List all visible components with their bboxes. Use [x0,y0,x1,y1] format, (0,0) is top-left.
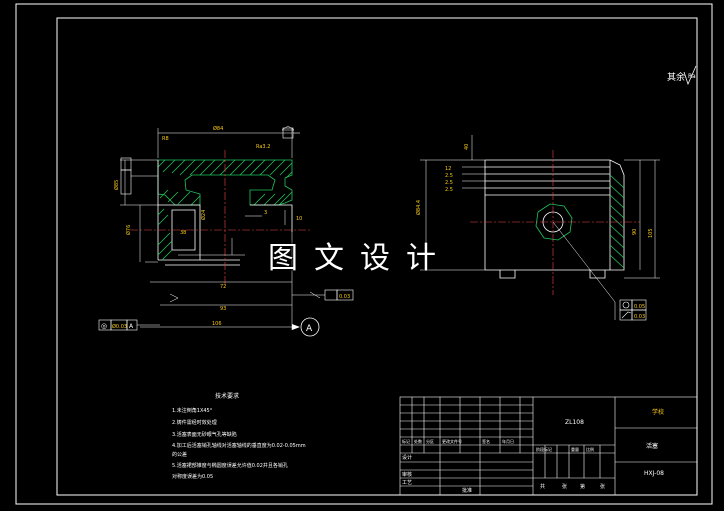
piston-external-view: Ø84.4 40 12 2.5 2.5 2.5 90 105 0.05 0.03 [415,135,660,321]
dimensions-right [420,135,660,320]
svg-text:106: 106 [212,321,222,327]
svg-text:3: 3 [264,210,267,216]
centerlines-left [130,150,310,285]
row-label-date: 年月日 [502,438,514,444]
material-label: ZL108 [565,419,584,426]
svg-text:Ø85: Ø85 [113,180,120,190]
tech-req-line-3: 3.活塞表面无砂眼气孔等缺陷 [172,431,237,438]
datum-symbol: A [292,317,320,337]
dimension-labels-left: Ø84 Ø85 Ø76 Ø24 R8 Ra3.2 72 93 106 38 3 … [113,125,302,327]
crown-hatching [157,159,293,206]
svg-text:40: 40 [464,144,470,150]
svg-text:38: 38 [180,230,186,236]
skirt-outline [157,160,293,266]
tech-req-line-4: 4.加工后活塞销孔轴线对活塞轴线的垂直度为0.02-0.05mm [172,442,306,449]
sheet-total-unit: 张 [562,483,567,490]
dimensions-left [120,125,321,330]
tol-left-datum: A [129,323,134,330]
tolerance-left-bottom [98,319,160,331]
row-label-doc: 更改文件号 [442,438,462,444]
stage-weight: 重量 [571,446,579,452]
svg-text:90: 90 [632,229,638,235]
part-name-label: 活塞 [646,442,658,450]
tech-req-line-7: 对称度误差为0.05 [172,473,213,480]
tol-right-cyl: 0.03 [634,314,645,320]
sheet-no-unit: 张 [600,483,605,490]
title-block [399,396,698,496]
tol-mid-value: 0.03 [339,294,350,300]
svg-text:12: 12 [445,166,451,172]
tech-req-line-2: 2.铸件需经时效处理 [172,419,217,426]
svg-text:2.5: 2.5 [445,187,453,193]
roughness-note-label: 其余 [667,71,685,83]
title-block-text: ZL108 学校 活塞 HXJ-08 标记 处数 分区 更改文件号 签名 年月日… [402,408,664,494]
svg-text:10: 10 [296,216,302,222]
org-label: 学校 [652,408,664,416]
svg-text:72: 72 [220,284,226,290]
svg-text:93: 93 [220,306,226,312]
stage-scale: 比例 [586,446,594,452]
tech-req-title: 技术要求 [215,392,239,400]
stage-mark: 阶段标记 [536,446,552,452]
tolerance-right [619,299,647,321]
svg-text:105: 105 [648,228,654,238]
pin-boss-hatching [157,208,173,261]
role-design: 设计 [402,454,412,461]
row-label-sign: 签名 [482,438,490,444]
inner-frame [56,17,698,496]
top-right-tolerance [282,127,300,139]
piston-section-view: Ø84 Ø85 Ø76 Ø24 R8 Ra3.2 72 93 106 38 3 … [98,125,354,337]
tol-right-round: 0.05 [634,304,645,310]
centerlines-right [470,150,640,295]
drawing-no-label: HXJ-08 [644,470,664,477]
tolerance-mid [292,289,354,301]
svg-text:Ø84: Ø84 [213,125,223,132]
svg-text:Ra3.2: Ra3.2 [256,144,270,150]
roughness-symbol: Ra [688,73,696,80]
row-label-mark: 标记 [402,438,410,444]
sheet-total: 共 [540,483,545,490]
roughness-note: 其余 Ra [667,65,697,86]
role-review: 审核 [402,471,412,478]
svg-text:Ø24: Ø24 [200,210,207,220]
svg-text:Ø84.4: Ø84.4 [415,200,422,215]
sheet-no: 第 [580,483,585,490]
external-hatching [535,174,625,269]
tech-req-line-5: 的公差 [172,451,187,458]
technical-requirements: 技术要求 1.未注倒角1X45° 2.铸件需经时效处理 3.活塞表面无砂眼气孔等… [172,392,306,480]
svg-text:Ø76: Ø76 [125,225,132,235]
tolerance-left-vertical [120,157,158,195]
svg-text:2.5: 2.5 [445,180,453,186]
tol-left-value: Ø0.03 [112,323,127,330]
tech-req-line-6: 5.活塞裙部锥度与椭圆度误差允许值0.02并且各销孔 [172,462,288,469]
role-process: 工艺 [402,480,412,486]
svg-text:R8: R8 [162,136,169,142]
role-approve: 批准 [462,487,472,494]
watermark-text: 图文设计 [268,241,452,276]
row-label-zone: 分区 [426,438,434,444]
row-label-count: 处数 [414,438,422,444]
tech-req-line-1: 1.未注倒角1X45° [172,407,213,414]
dimension-labels-right: Ø84.4 40 12 2.5 2.5 2.5 90 105 [415,144,654,238]
tol-left-symbol: ◎ [101,322,107,330]
external-outline [484,159,625,279]
svg-text:2.5: 2.5 [445,173,453,179]
outer-border [15,3,713,505]
datum-label: A [306,324,313,334]
